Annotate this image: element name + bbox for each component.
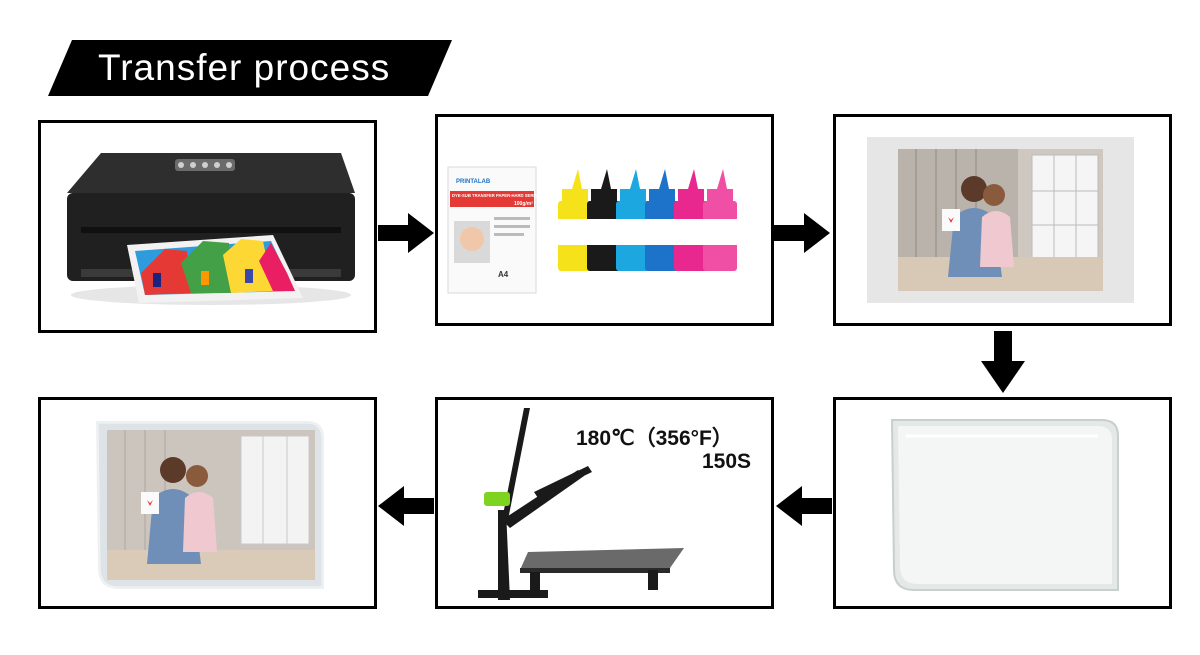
ink-bottle-cyan — [616, 169, 650, 271]
ink-bottle-blue — [645, 169, 679, 271]
paper-weight: 100g/m² — [514, 201, 533, 207]
paper-title: DYE-SUB TRANSFER PAPER-HARD SERIES — [452, 193, 540, 198]
page-title: Transfer process — [98, 47, 391, 88]
arrow-right-2 — [774, 213, 830, 253]
step-printed-photo — [833, 114, 1172, 326]
arrow-left-2 — [378, 486, 434, 526]
ink-bottle-black — [587, 169, 621, 271]
paper-and-ink-bottles-image: PRINTALAB DYE-SUB TRANSFER PAPER-HARD SE… — [447, 166, 737, 294]
step-finished-crystal-photo — [38, 397, 377, 609]
temperature-label: 180℃（356°F） — [576, 427, 733, 450]
ink-bottle-magenta — [674, 169, 708, 271]
paper-brand: PRINTALAB — [456, 179, 491, 185]
ink-bottle-yellow — [558, 169, 592, 271]
time-label: 150S — [702, 450, 752, 473]
arrow-left-1 — [776, 486, 832, 526]
step-paper-and-inks: PRINTALAB DYE-SUB TRANSFER PAPER-HARD SE… — [435, 114, 774, 326]
blank-crystal-block-image — [890, 419, 1119, 591]
arrow-down — [981, 331, 1025, 393]
printer-image — [67, 153, 355, 305]
printed-photo-image — [867, 137, 1134, 303]
step-blank-crystal-block — [833, 397, 1172, 609]
title-banner — [48, 40, 452, 96]
paper-size: A4 — [498, 270, 509, 279]
arrow-right-1 — [378, 213, 434, 253]
finished-crystal-photo-image — [95, 420, 325, 590]
step-printer — [38, 120, 377, 333]
heat-press-image — [478, 408, 684, 600]
step-heat-press: 180℃（356°F） 150S — [435, 397, 774, 609]
ink-bottle-pink — [703, 169, 737, 271]
